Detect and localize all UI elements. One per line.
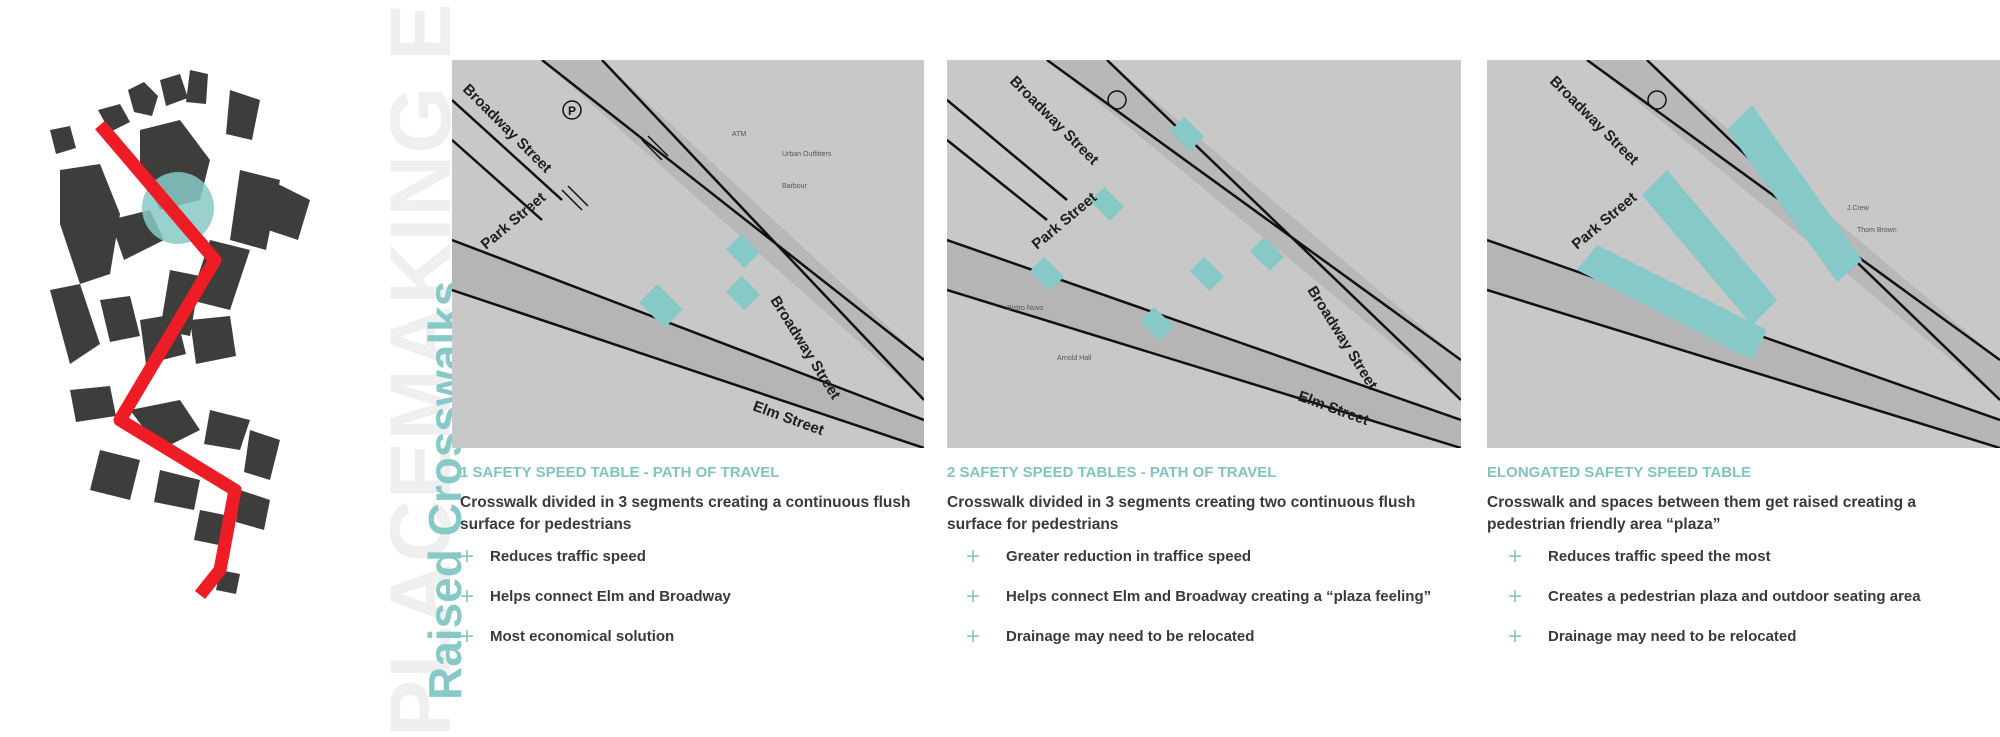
plus-icon: + (460, 623, 475, 650)
option-1-description: Crosswalk divided in 3 segments creating… (460, 494, 911, 533)
parking-icon (1647, 90, 1667, 110)
list-item: +Helps connect Elm and Broadway (460, 583, 731, 610)
list-item: +Most economical solution (460, 623, 675, 650)
parking-icon (1107, 90, 1127, 110)
elongated-speed-table (1577, 105, 1862, 360)
option-3-map: Broadway Street Park Street J.Crew Thom … (1487, 60, 2000, 448)
building-footprints (50, 70, 310, 594)
option-1-title: 1 SAFETY SPEED TABLE - PATH OF TRAVEL (460, 464, 780, 481)
option-3-benefits: +Reduces traffic speed the most +Creates… (1508, 543, 1921, 668)
plus-icon: + (460, 583, 475, 610)
speed-table (639, 234, 760, 328)
route-path (95, 120, 242, 600)
option-3-title: ELONGATED SAFETY SPEED TABLE (1487, 464, 1752, 481)
option-2-title: 2 SAFETY SPEED TABLES - PATH OF TRAVEL (947, 464, 1277, 481)
list-item: +Drainage may need to be relocated (1508, 623, 1797, 650)
option-2-description: Crosswalk divided in 3 segments creating… (947, 494, 1416, 533)
list-item: +Greater reduction in traffice speed (966, 543, 1252, 570)
crosswalk-stripes (561, 135, 669, 211)
plus-icon: + (1508, 583, 1523, 610)
plus-icon: + (460, 543, 475, 570)
plus-icon: + (966, 583, 981, 610)
option-1-map: Broadway Street Park Street Broadway Str… (452, 60, 924, 448)
option-2-map: Broadway Street Park Street Broadway Str… (947, 60, 1461, 448)
option-2-benefits: +Greater reduction in traffice speed +He… (966, 543, 1432, 668)
plus-icon: + (1508, 543, 1523, 570)
plus-icon: + (966, 543, 981, 570)
poi-label: Bistro Nuvo (1007, 305, 1043, 312)
plus-icon: + (966, 623, 981, 650)
speed-table (1030, 117, 1284, 341)
site-plan-figure-ground-icon (50, 70, 310, 600)
poi-label: Urban Outfitters (782, 151, 832, 158)
list-item: +Reduces traffic speed the most (1508, 543, 1771, 570)
list-item: +Drainage may need to be relocated (966, 623, 1255, 650)
poi-label: Arnold Hall (1057, 355, 1092, 362)
option-1-benefits: +Reduces traffic speed +Helps connect El… (460, 543, 731, 668)
parking-symbol: P (568, 104, 576, 118)
list-item: +Reduces traffic speed (460, 543, 646, 570)
option-3-description: Crosswalk and spaces between them get ra… (1487, 494, 1916, 533)
poi-label: Thom Brown (1857, 227, 1897, 234)
list-item: +Creates a pedestrian plaza and outdoor … (1508, 583, 1921, 610)
poi-label: J.Crew (1847, 205, 1870, 212)
poi-label: ATM (732, 131, 746, 138)
poi-label: Barbour (782, 183, 808, 190)
parking-icon (562, 100, 582, 120)
plus-icon: + (1508, 623, 1523, 650)
list-item: +Helps connect Elm and Broadway creating… (966, 583, 1432, 610)
